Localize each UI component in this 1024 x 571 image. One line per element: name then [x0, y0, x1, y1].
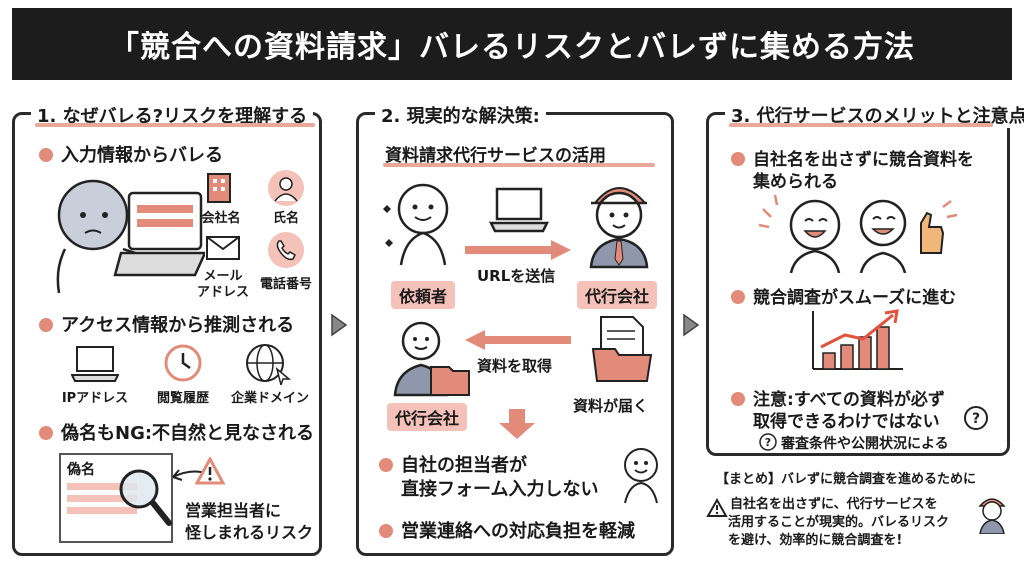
- globe-cursor-icon: [246, 344, 292, 385]
- label-company: 会社名: [201, 211, 241, 226]
- agency-label-bottom: 代行会社: [387, 403, 468, 431]
- panel-solution-heading: 2. 現実的な解決策:: [375, 102, 546, 128]
- history-clock-icon: [164, 344, 202, 382]
- mail-icon: [206, 236, 240, 260]
- arrow-right-pink-icon: [465, 240, 571, 260]
- solution-bullet-2: 営業連絡への対応負担を軽減: [379, 517, 635, 543]
- merit-point-1a: 自社名を出さずに競合資料を: [731, 145, 974, 170]
- bullet-dot: [731, 290, 745, 304]
- requester-person-icon: [383, 183, 449, 266]
- get-docs-label: 資料を取得: [477, 357, 553, 375]
- growth-bar-chart-icon: [812, 309, 903, 370]
- smiling-person-icon: [624, 448, 658, 504]
- fake-name-label: 偽名: [67, 462, 95, 478]
- risk-access-info: アクセス情報から推測される: [39, 311, 294, 337]
- building-icon: [207, 173, 231, 203]
- arrow-left-pink-icon: [465, 330, 571, 350]
- agency-person-cap-icon: [589, 187, 649, 269]
- subheading-underline: [383, 163, 655, 167]
- heading-underline: [729, 123, 993, 127]
- bullet-dot: [731, 392, 745, 406]
- summary-title: 【まとめ】バレずに競合調査を進めるために: [716, 472, 977, 487]
- title-banner: 「競合への資料請求」バレるリスクとバレずに集める方法: [12, 8, 1012, 80]
- risk-input-info: 入力情報からバレる: [39, 141, 223, 167]
- chevron-right-icon: [683, 313, 700, 337]
- bullet-dot: [39, 318, 53, 332]
- summary-line-1: 自社名を出さずに、代行サービスを: [730, 497, 938, 512]
- merit-note: 審査条件や公開状況による: [781, 436, 949, 452]
- laptop-icon: [489, 187, 549, 233]
- label-domain: 企業ドメイン: [230, 391, 309, 406]
- bullet-dot: [39, 148, 53, 162]
- docs-arrive-label: 資料が届く: [573, 397, 649, 415]
- agency-person-small-icon: [978, 498, 1006, 534]
- summary-line-2: 活用することが現実的。バレるリスク: [728, 515, 950, 530]
- documents-folder-icon: [591, 316, 653, 382]
- label-mail-1: メール: [203, 269, 243, 284]
- summary-line-3: を避け、効率的に競合調査を!: [728, 533, 903, 548]
- agency-label-top: 代行会社: [577, 281, 658, 309]
- question-circle-icon: ?: [964, 406, 988, 430]
- bullet-dot: [379, 524, 393, 538]
- bullet-dot: [39, 426, 53, 440]
- warning-icon: [195, 457, 225, 485]
- arrow-down-icon: [499, 409, 535, 439]
- panel-merits: 3. 代行サービスのメリットと注意点 自社名を出さずに競合資料を 集められる 競…: [706, 102, 1024, 456]
- send-url-label: URLを送信: [477, 267, 556, 285]
- merit-point-3b: 取得できるわけではない: [753, 412, 940, 432]
- warning-text-2: 怪しまれるリスク: [185, 523, 314, 542]
- page-title: 「競合への資料請求」バレるリスクとバレずに集める方法: [109, 30, 915, 65]
- phone-icon: [268, 232, 304, 268]
- agency-person-folder-icon: [393, 321, 470, 397]
- bullet-dot: [379, 458, 393, 472]
- solution-bullet-1b: 直接フォーム入力しない: [401, 479, 599, 500]
- bullet-dot: [731, 152, 745, 166]
- chevron-right-icon: [331, 313, 348, 337]
- risk-fake-name: 偽名もNG:不自然と見なされる: [39, 419, 314, 445]
- requester-label: 依頼者: [391, 281, 456, 309]
- panel-solution: 2. 現実的な解決策: 資料請求代行サービスの活用 依頼者 URLを送信 代行会…: [356, 102, 674, 556]
- label-mail-2: アドレス: [196, 285, 249, 300]
- heading-underline: [35, 123, 315, 127]
- svg-text:?: ?: [765, 436, 771, 449]
- person-avatar-icon: [268, 170, 304, 206]
- panel-risks: 1. なぜバレる?リスクを理解する 入力情報からバレる 会社名 氏名 メール ア…: [12, 102, 322, 556]
- merit-point-2: 競合調査がスムーズに進む: [731, 283, 956, 308]
- form-line: [67, 507, 137, 514]
- label-history: 閲覧履歴: [156, 391, 209, 406]
- label-phone: 電話番号: [259, 277, 312, 292]
- svg-text:?: ?: [972, 411, 980, 427]
- solution-bullet-1a: 自社の担当者が: [379, 451, 527, 477]
- question-small-icon: ?: [759, 433, 777, 451]
- magnifier-icon: [119, 469, 172, 526]
- warning-text-1: 営業担当者に: [185, 501, 282, 520]
- form-line: [67, 483, 137, 490]
- warning-icon: [706, 498, 728, 517]
- merit-point-3a: 注意:すべての資料が必ず: [731, 385, 945, 410]
- worried-person-laptop-icon: [56, 179, 205, 294]
- form-line: [67, 495, 137, 502]
- laptop-icon: [71, 346, 119, 382]
- merit-point-1b: 集められる: [753, 172, 838, 192]
- happy-people-thumbs-up-icon: [758, 194, 958, 273]
- solution-subheading: 資料請求代行サービスの活用: [385, 146, 606, 166]
- label-ip: IPアドレス: [61, 391, 129, 406]
- label-name: 氏名: [272, 211, 299, 226]
